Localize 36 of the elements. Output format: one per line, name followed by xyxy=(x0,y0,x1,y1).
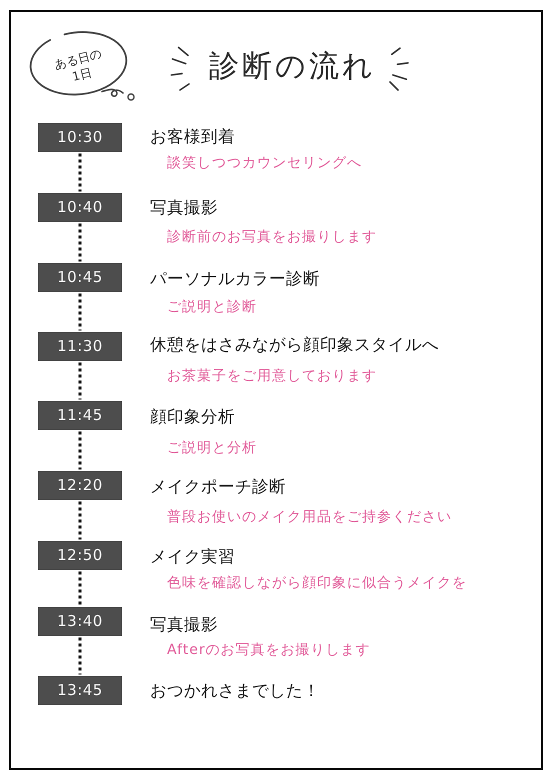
dotted-line xyxy=(78,502,82,540)
step-title: 休憩をはさみながら顔印象スタイルへ xyxy=(150,334,439,356)
dotted-line xyxy=(78,638,82,674)
dotted-line xyxy=(78,432,82,470)
step-note: ご説明と分析 xyxy=(167,439,257,458)
step-title: お客様到着 xyxy=(150,126,235,148)
time-box: 12:20 xyxy=(38,471,122,500)
step-title: 顔印象分析 xyxy=(150,406,235,428)
step-title: パーソナルカラー診断 xyxy=(150,268,320,290)
dotted-line xyxy=(78,362,82,400)
time-box: 10:30 xyxy=(38,123,122,152)
time-box: 13:40 xyxy=(38,607,122,636)
step-note: 談笑しつつカウンセリングへ xyxy=(167,154,362,173)
time-box: 10:45 xyxy=(38,263,122,292)
time-box: 11:30 xyxy=(38,332,122,361)
time-box: 12:50 xyxy=(38,541,122,570)
step-note: 普段お使いのメイク用品をご持参ください xyxy=(167,508,452,527)
step-note: 診断前のお写真をお撮りします xyxy=(167,228,377,247)
title: 診断の流れ xyxy=(209,48,376,86)
dotted-line xyxy=(78,224,82,262)
time-box: 10:40 xyxy=(38,193,122,222)
step-title: おつかれさまでした！ xyxy=(150,680,320,702)
dotted-line xyxy=(78,154,82,192)
step-title: 写真撮影 xyxy=(150,197,218,219)
step-note: お茶菓子をご用意しております xyxy=(167,367,377,386)
step-title: メイク実習 xyxy=(150,546,235,568)
step-note: ご説明と診断 xyxy=(167,298,257,317)
step-note: 色味を確認しながら顔印象に似合うメイクを xyxy=(167,574,467,593)
dotted-line xyxy=(78,572,82,606)
step-title: メイクポーチ診断 xyxy=(150,476,286,498)
bubble-text: ある日の1日 xyxy=(52,46,104,86)
time-box: 13:45 xyxy=(38,676,122,705)
step-note: Afterのお写真をお撮りします xyxy=(167,641,371,660)
step-title: 写真撮影 xyxy=(150,614,218,636)
dotted-line xyxy=(78,294,82,330)
time-box: 11:45 xyxy=(38,401,122,430)
